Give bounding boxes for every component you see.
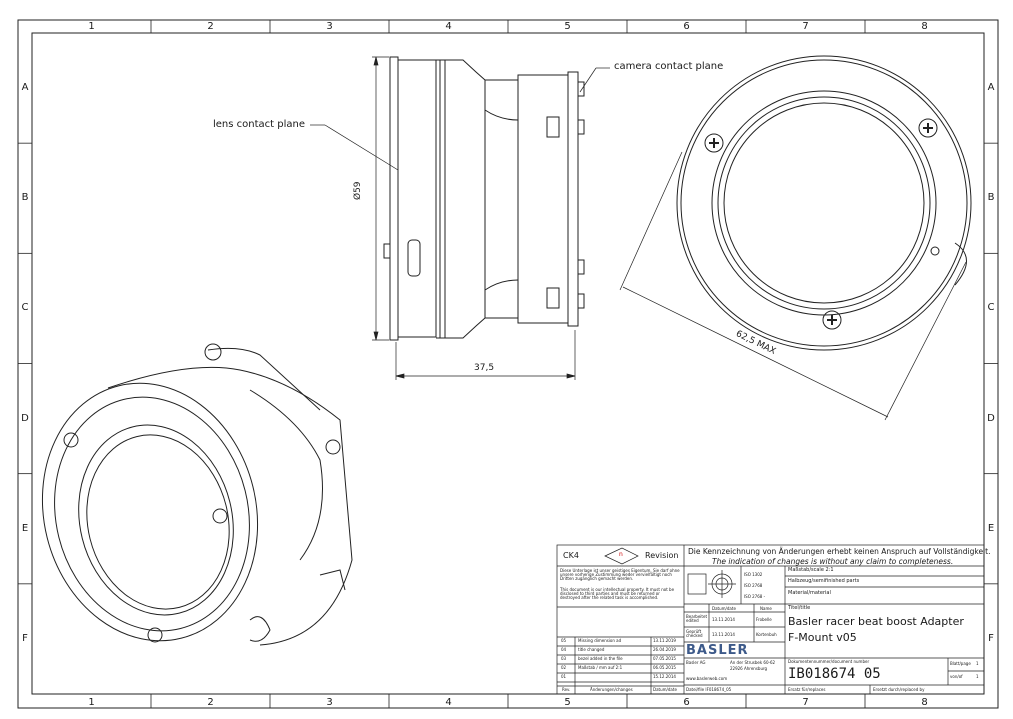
zone-column-label: 7 [802, 21, 809, 32]
changes-header: Änderungen/changes [590, 687, 633, 692]
notice-en: The indication of changes is without any… [712, 557, 954, 566]
zone-row-label: A [21, 82, 29, 94]
edited-date: 13.11.2014 [712, 617, 735, 622]
checked-date: 13.11.2014 [712, 632, 735, 637]
zone-column-label: 6 [683, 21, 690, 32]
document-number: IB018674 05 [788, 666, 881, 682]
zone-row-label: B [987, 192, 995, 204]
rev-date-header: Datum/date [653, 687, 677, 692]
zone-column-label: 4 [445, 21, 452, 32]
revision-change: title changed [578, 647, 605, 652]
zone-row-label: E [21, 522, 29, 534]
semifinished: Halbzeug/semifinished parts [788, 578, 860, 584]
zone-column-label: 5 [564, 697, 571, 708]
revision-date: 06.05.2015 [653, 665, 676, 670]
zone-column-label: 3 [326, 21, 333, 32]
zone-row-label: F [22, 632, 28, 644]
scale: Maßstab/scale 2:1 [788, 567, 834, 573]
zone-row-label: A [987, 82, 995, 94]
checked-name: Kortenbuh [756, 632, 777, 637]
camera-contact-plane-label: camera contact plane [614, 61, 724, 72]
status-code: CK4 [563, 551, 579, 560]
zone-row-label: C [21, 302, 29, 314]
title-label: Titel/title [788, 605, 811, 611]
zone-column-label: 7 [802, 697, 809, 708]
date-header: Datum/date [712, 606, 736, 611]
revision-label: Revision [645, 551, 679, 560]
revision-change: Missing dimension ad [578, 638, 622, 643]
notice-de: Die Kennzeichnung von Änderungen erhebt … [688, 547, 991, 556]
length-label: 37,5 [474, 363, 495, 373]
zone-row-label: D [21, 412, 29, 424]
revision-date: 13.11.2019 [653, 638, 676, 643]
zone-column-label: 2 [207, 21, 214, 32]
company-line-3: 22926 Ahrensburg [730, 666, 768, 671]
confidential-de: Diese Unterlage ist unser geistiges Eige… [560, 568, 680, 582]
side-dimensions [310, 56, 610, 380]
isometric-view [41, 343, 353, 646]
revision-date: 15.12.2014 [653, 674, 676, 679]
title-block-lines [556, 544, 985, 695]
revision-rev: 02 [561, 665, 567, 670]
revision-rev: 04 [561, 647, 567, 652]
zone-row-label: E [987, 522, 995, 534]
drawing-title-line2: F-Mount v05 [788, 631, 857, 644]
iso-1: ISO 1302 [744, 572, 763, 577]
zone-column-label: 5 [564, 21, 571, 32]
zone-row-label: B [21, 192, 29, 204]
diameter-label: Ø59 [353, 181, 363, 200]
revision-symbol: n [619, 551, 623, 558]
company-line-4: www.baslerweb.com [686, 676, 728, 681]
front-view [676, 55, 972, 351]
replaced-by-label: Ersetzt durch/replaced by [873, 687, 925, 692]
basler-logo: BASLER [686, 643, 749, 658]
name-header: Name [760, 606, 772, 611]
edited-name: Frobelle [756, 617, 772, 622]
sheet-value: 1 [976, 661, 979, 666]
zone-column-label: 8 [921, 21, 928, 32]
revision-date: 07.05.2015 [653, 656, 676, 661]
side-view [383, 56, 585, 341]
iso-2: ISO 2768 [744, 583, 763, 588]
sheet-label: Blatt/page [950, 661, 971, 666]
confidential-en: This document is our intellectual proper… [560, 587, 675, 601]
zone-column-label: 8 [921, 697, 928, 708]
revision-rev: 01 [561, 674, 567, 679]
zone-column-label: 3 [326, 697, 333, 708]
revision-rev: 03 [561, 656, 567, 661]
drawing-title-line1: Basler racer beat boost Adapter [788, 615, 964, 628]
zone-column-label: 4 [445, 697, 452, 708]
company-line-2: An der Strusbek 60-62 [730, 660, 776, 665]
zone-ticks [18, 20, 998, 708]
zone-column-label: 1 [88, 697, 95, 708]
rev-header: Rev. [562, 687, 571, 692]
zone-row-label: C [987, 302, 995, 314]
front-dimension [619, 151, 967, 421]
zone-row-label: D [987, 412, 995, 424]
zone-column-label: 1 [88, 21, 95, 32]
edited-label: Bearbeitet edited [686, 614, 708, 623]
sheet-of-label: von/of [950, 674, 963, 679]
doc-number-label: Dokumentennummer/document number [788, 659, 870, 664]
lens-contact-plane-label: lens contact plane [213, 119, 306, 130]
sheet-total: 1 [976, 674, 979, 679]
revision-change: Maßstab / mm auf 2:1 [578, 665, 623, 670]
company-line-1: Basler AG [686, 660, 706, 665]
zone-column-label: 6 [683, 697, 690, 708]
material: Material/material [788, 590, 831, 596]
file-name: Datei/file IF018674_05 [686, 687, 732, 692]
iso-3: ISO 2768 - [744, 594, 766, 599]
zone-row-label: F [988, 632, 994, 644]
outer-border [17, 19, 999, 709]
zone-column-label: 2 [207, 697, 214, 708]
checked-label: Geprüft checked [686, 629, 703, 638]
replaces-label: Ersatz für/replaces [788, 687, 826, 692]
revision-rev: 05 [561, 638, 567, 643]
inner-border [31, 32, 985, 695]
revision-date: 26.04.2019 [653, 647, 676, 652]
revision-change: bezel added in the file [578, 656, 623, 661]
